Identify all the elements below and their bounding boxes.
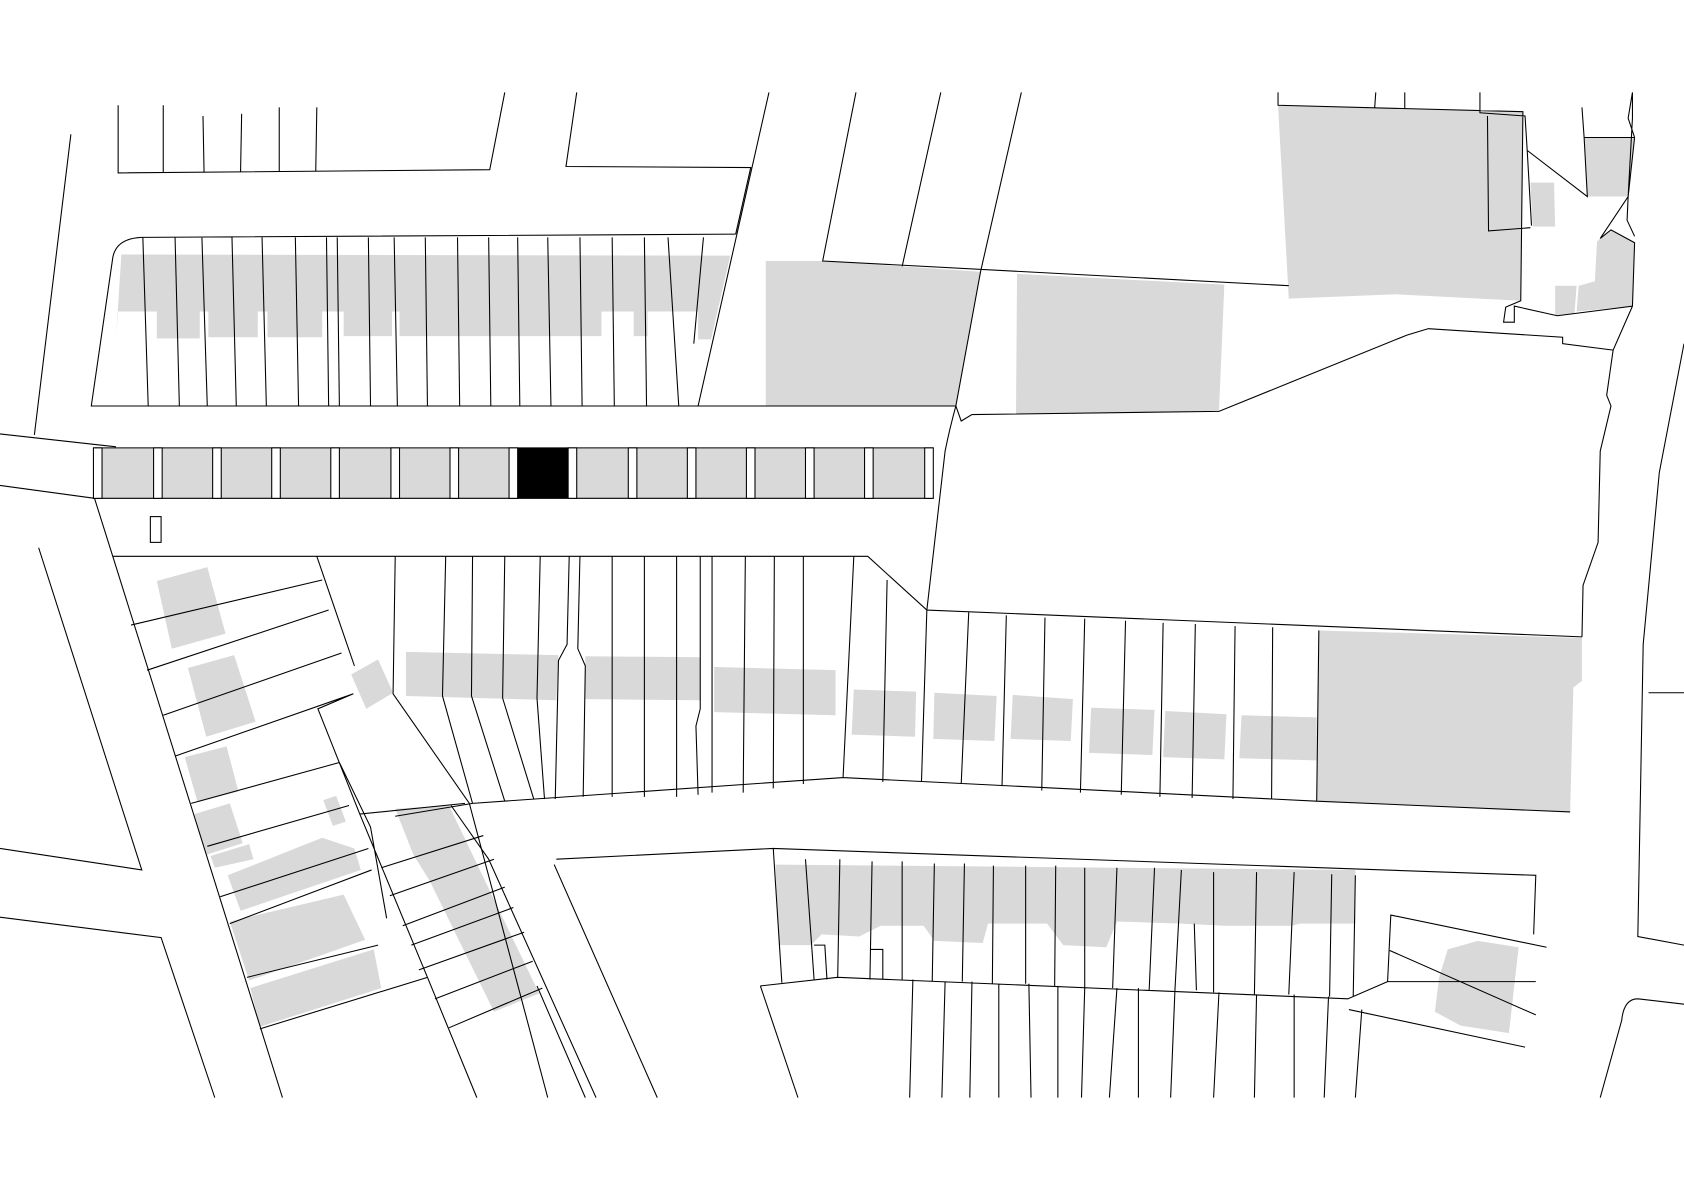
- buildings: [115, 105, 1635, 1034]
- building-block-a: [765, 260, 981, 406]
- unit-separator: [271, 447, 281, 499]
- building-middle-row-3: [714, 666, 836, 716]
- middle-south-parcels: [316, 556, 1571, 1098]
- central-unit-row: [92, 447, 934, 543]
- top-left-lots: [117, 92, 770, 407]
- unit-separator: [212, 447, 222, 499]
- unit-separator: [924, 447, 934, 499]
- building-block-b: [1015, 273, 1225, 415]
- building-block-g: [1555, 285, 1577, 316]
- road-edge: [0, 134, 1582, 1098]
- house-4: [1089, 707, 1155, 756]
- south-west-parcels: [130, 579, 597, 1098]
- small-structure: [149, 516, 162, 543]
- house-5: [1163, 710, 1227, 760]
- house-sw-1: [156, 567, 226, 649]
- house-diamond: [351, 659, 394, 709]
- building-bottom-terrace: [775, 864, 1356, 948]
- house-sw-2: [187, 655, 256, 737]
- south-east-parcels: [553, 847, 1547, 1098]
- unit-separators: [92, 447, 934, 499]
- house-sw-7: [229, 894, 366, 981]
- house-3: [1010, 694, 1073, 742]
- building-middle-row-1: [405, 651, 559, 701]
- top-terrace-parcels: [90, 233, 956, 407]
- unit-separator: [330, 447, 340, 499]
- highlighted-unit: [517, 447, 569, 499]
- house-sw-5: [210, 844, 254, 868]
- building-block-c: [1278, 105, 1523, 301]
- unit-separator: [390, 447, 401, 499]
- north-plots: [822, 92, 1614, 611]
- house-2: [933, 692, 997, 742]
- building-block-f: [1576, 229, 1635, 312]
- house-sw-9: [323, 795, 346, 826]
- unit-separator: [864, 447, 874, 499]
- north-east-plots: [1277, 92, 1684, 1098]
- house-6: [1239, 715, 1317, 761]
- house-sw-3: [184, 746, 239, 803]
- unit-separator: [745, 447, 756, 499]
- building-diagonal-strip: [395, 805, 540, 1012]
- unit-separator: [153, 447, 163, 499]
- unit-separator: [449, 447, 460, 499]
- building-block-d: [1584, 137, 1635, 197]
- building-middle-row-2: [585, 656, 701, 701]
- unit-separator: [567, 447, 578, 499]
- house-sw-4: [194, 803, 243, 855]
- unit-separator: [508, 447, 519, 499]
- unit-separator: [627, 447, 638, 499]
- house-sw-8: [250, 949, 382, 1027]
- unit-separator: [92, 447, 103, 499]
- building-top-terrace: [115, 254, 731, 340]
- building-block-e: [1530, 182, 1556, 227]
- parcel-lines: [0, 92, 1684, 1098]
- unit-separator: [686, 447, 697, 499]
- unit-separator: [804, 447, 815, 499]
- house-sw-6: [227, 837, 361, 911]
- house-se: [1434, 940, 1519, 1034]
- building-large-east: [1316, 630, 1582, 812]
